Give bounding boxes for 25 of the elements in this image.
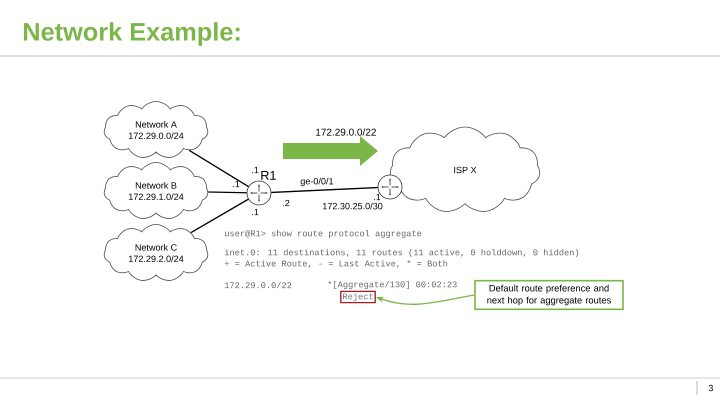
link-line — [189, 150, 249, 188]
cli-text: *[Aggregate/130] 00:02:23 — [328, 280, 457, 290]
cli-text: user@R1> show route protocol aggregate — [225, 230, 422, 238]
highlight-box: Reject — [340, 290, 376, 304]
prefix-label: 172.29.0.0/22 — [316, 128, 376, 136]
address-label: .2 — [283, 200, 290, 206]
network-cloud: Network C 172.29.2.0/24 — [104, 224, 208, 281]
router-symbol — [246, 180, 272, 206]
network-cloud: ISP X — [390, 126, 540, 212]
title: Network Example: — [24, 22, 240, 46]
link-line — [190, 198, 249, 234]
callout-box: Default route preference and next hop for aggregate routes — [474, 280, 624, 310]
subnet-label: 172.30.25.0/30 — [322, 202, 382, 210]
router-label: R1 — [261, 171, 276, 180]
link-line — [208, 191, 247, 194]
page-number: 3 — [708, 384, 713, 392]
link-line — [271, 186, 378, 194]
cli-text: + = Active Route, - = Last Active, * = Both — [224, 260, 448, 268]
cli-text: 172.29.0.0/22 — [224, 282, 292, 288]
address-label: .1 — [374, 194, 380, 200]
interface-label: ge-0/0/1 — [300, 178, 334, 186]
network-cloud: Network A 172.29.0.0/24 — [104, 101, 208, 158]
address-label: .1 — [233, 180, 240, 188]
network-cloud: Network B 172.29.1.0/24 — [104, 162, 208, 219]
cli-text: inet.0: 11 destinations, 11 routes (11 active, 0 holddown, 0 hidden) — [224, 248, 578, 258]
